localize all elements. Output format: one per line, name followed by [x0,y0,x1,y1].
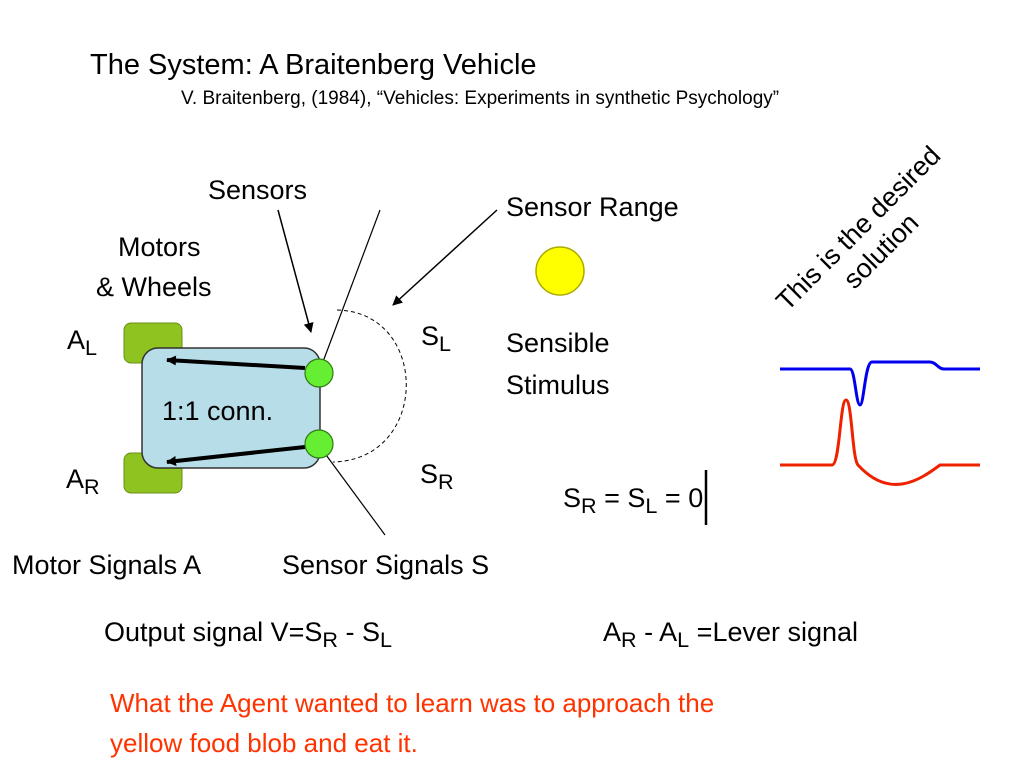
sensor-range-label: Sensor Range [506,192,679,222]
sensor-range-pointer-arrow [392,209,498,306]
stimulus-label-line1: Sensible [506,328,610,358]
al-label: AL [67,325,98,361]
goal-text-line2: yellow food blob and eat it. [110,728,418,758]
connection-arrow-lower [166,445,306,466]
goal-text-line1: What the Agent wanted to learn was to ap… [110,688,715,718]
motor-signal-trace [780,398,980,486]
left-sensor [304,358,334,388]
citation: V. Braitenberg, (1984), “Vehicles: Exper… [181,88,780,109]
motors-label: Motors [118,232,201,262]
ar-label: AR [66,464,100,500]
sensor-signals-label: Sensor Signals S [282,550,490,580]
page-title: The System: A Braitenberg Vehicle [90,49,537,81]
sr-label: SR [420,459,454,495]
sensors-label: Sensors [208,175,308,205]
vehicle-body [141,347,321,469]
sensor-field-line-upper [317,209,381,376]
sensor-range-arc [332,309,407,463]
right-sensor [304,429,334,459]
equation-zero: SR = SL = 0 [563,483,704,519]
sensor-signal-trace [780,360,980,407]
sl-label: SL [421,321,452,357]
motor-signals-label: Motor Signals A [12,550,202,580]
connection-arrow-upper [166,355,306,370]
sensor-field-line-lower [317,443,386,536]
output-signal-equation: Output signal V=SR - SL [104,617,393,653]
stimulus-blob [535,246,585,296]
connection-label: 1:1 conn. [162,396,274,426]
wheels-label: & Wheels [96,272,212,302]
sensors-pointer-arrow [277,209,314,333]
stimulus-label-line2: Stimulus [506,370,610,400]
lever-signal-equation: AR - AL =Lever signal [603,617,859,653]
